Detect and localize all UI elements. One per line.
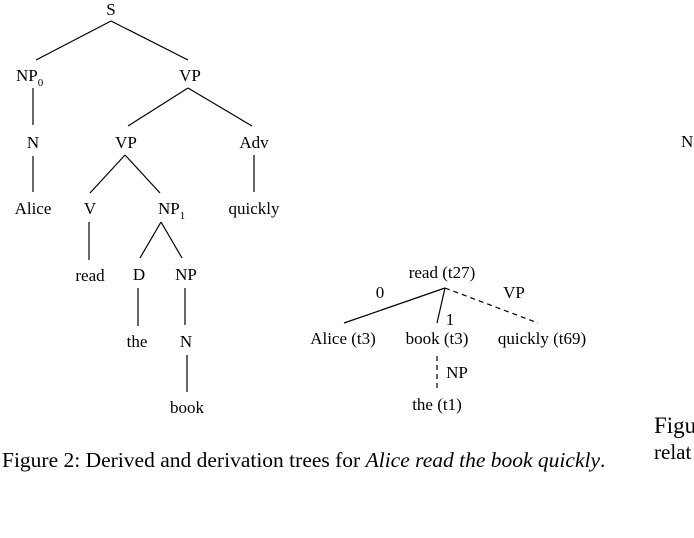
derived-tree-labels: S NP0 VP N VP Adv Alice V NP1 quickly re… — [15, 0, 280, 417]
edge-s-vp — [110, 20, 189, 61]
node-d: D — [133, 265, 145, 284]
node-s: S — [106, 0, 115, 19]
edge-read-alice — [343, 287, 446, 324]
leaf-read: read — [75, 266, 105, 285]
caption-prefix: Figure 2: Derived and derivation trees f… — [2, 448, 366, 472]
edge-np1-np — [160, 221, 183, 259]
cutoff-relat-fragment: relat — [654, 440, 692, 464]
leaf-alice: Alice — [15, 199, 52, 218]
deriv-node-alice: Alice (t3) — [310, 329, 376, 348]
deriv-label-1: 1 — [446, 310, 455, 329]
edge-s-np0 — [35, 20, 112, 61]
node-np1: NP1 — [158, 199, 185, 222]
derivation-tree-labels: read (t27) 0 1 VP Alice (t3) book (t3) q… — [310, 263, 586, 414]
edge-vp-adv — [187, 87, 253, 127]
derivation-tree-edges — [343, 287, 539, 390]
node-n-alice: N — [27, 133, 39, 152]
edge-vp-v — [89, 154, 126, 194]
deriv-node-read: read (t27) — [409, 263, 476, 282]
deriv-node-quickly: quickly (t69) — [498, 329, 586, 348]
edge-np1-d — [139, 221, 162, 259]
node-v: V — [84, 199, 97, 218]
caption-suffix: . — [600, 448, 606, 472]
node-vp-inner: VP — [115, 133, 137, 152]
deriv-label-0: 0 — [376, 283, 385, 302]
edge-read-quickly — [444, 287, 539, 324]
node-vp-top: VP — [179, 66, 201, 85]
deriv-label-vp: VP — [503, 283, 525, 302]
edge-read-book — [436, 287, 446, 324]
edge-vp-vp — [127, 87, 189, 127]
node-np-book: NP — [175, 265, 197, 284]
deriv-label-np: NP — [446, 363, 468, 382]
node-n-book: N — [180, 332, 192, 351]
cutoff-node-n: N — [681, 132, 693, 151]
leaf-book: book — [170, 398, 205, 417]
deriv-node-book: book (t3) — [406, 329, 469, 348]
edge-vp-np1 — [124, 154, 161, 194]
node-np0: NP0 — [16, 66, 44, 89]
cutoff-figure-fragment: Figu — [654, 413, 694, 438]
leaf-the: the — [127, 332, 148, 351]
deriv-node-the: the (t1) — [412, 395, 462, 414]
figure-caption: Figure 2: Derived and derivation trees f… — [2, 446, 608, 474]
caption-italic-sentence: Alice read the book quickly — [365, 448, 601, 472]
node-adv: Adv — [239, 133, 269, 152]
derived-tree-edges — [32, 20, 255, 392]
leaf-quickly: quickly — [229, 199, 280, 218]
